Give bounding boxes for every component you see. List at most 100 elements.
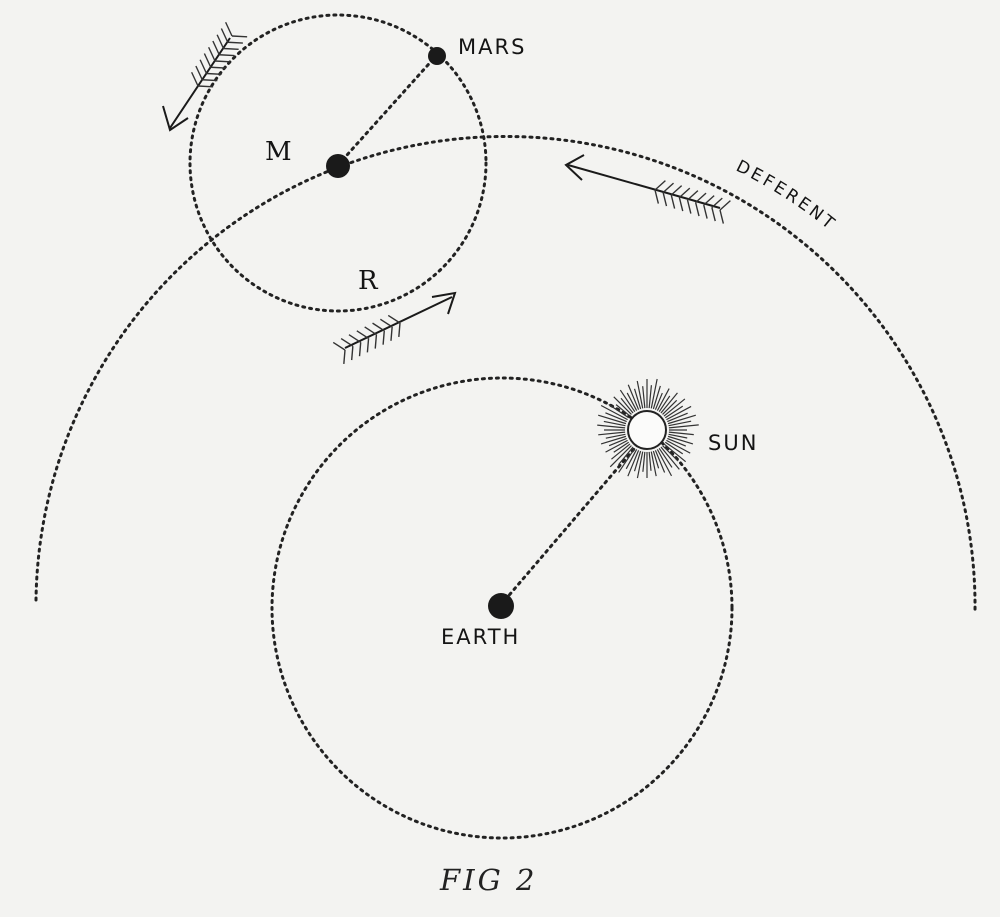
- arrow-feather: [197, 85, 214, 88]
- arrow-feather: [356, 330, 369, 340]
- sun-ray: [658, 447, 673, 468]
- arrow-feather: [220, 28, 229, 43]
- sun-ray: [668, 420, 692, 427]
- sun-ray: [660, 446, 680, 470]
- sun-ray: [617, 446, 634, 466]
- arrow-feather: [694, 202, 700, 217]
- sun-ray: [608, 437, 627, 447]
- arrow-feather: [711, 207, 716, 222]
- sun-ray: [600, 435, 627, 445]
- figure-caption: FIG 2: [439, 863, 537, 897]
- arrow-feather: [719, 209, 725, 224]
- arrow-feather: [210, 66, 226, 69]
- sun-ray: [667, 412, 688, 423]
- sun-ray: [609, 445, 632, 468]
- sun-ray: [600, 404, 628, 421]
- sun-ray: [664, 405, 684, 419]
- arrow-feather: [382, 330, 385, 345]
- epicycle-motion-arrow-top: [162, 21, 248, 132]
- sun-ray: [662, 399, 678, 415]
- sun-ray: [642, 386, 646, 409]
- sun-ray: [663, 443, 687, 463]
- sun-ray: [625, 449, 638, 470]
- sun-ray: [662, 445, 679, 462]
- sun-ray: [648, 451, 652, 471]
- sun-ray: [627, 384, 640, 410]
- r-label: R: [358, 266, 379, 296]
- sun-ray: [652, 450, 660, 469]
- arrow-feather: [390, 326, 393, 341]
- sun-ray: [664, 441, 684, 455]
- sun-ray: [618, 447, 636, 473]
- arrow-feather: [223, 47, 239, 51]
- sun-ray: [667, 435, 694, 445]
- arrow-feather: [670, 194, 676, 209]
- arrow-feather: [343, 349, 346, 365]
- mars-label: MARS: [458, 35, 526, 59]
- sun-orbit-circle: [270, 376, 734, 840]
- sun-ray: [660, 392, 678, 414]
- sun-label: SUN: [708, 431, 758, 455]
- arrow-feather: [227, 41, 243, 44]
- mars-planet: [428, 47, 446, 65]
- sun-ray: [627, 450, 640, 477]
- earth-sun-line: [503, 440, 642, 602]
- epicycle-radius-line: [336, 54, 438, 167]
- arrow-feather: [686, 199, 692, 214]
- sun-ray: [597, 424, 626, 429]
- sun-ray: [668, 433, 688, 439]
- arrow-feather: [219, 54, 235, 57]
- sun-ray: [605, 439, 628, 453]
- sun-ray: [650, 451, 657, 477]
- arrow-feather: [374, 334, 378, 349]
- arrow-feather: [195, 65, 203, 81]
- deferent-motion-arrow: [564, 154, 731, 224]
- deferent-label: DEFERENT: [733, 157, 840, 236]
- arrow-feather: [231, 35, 248, 38]
- arrow-feather: [216, 34, 225, 49]
- arrow-feather: [340, 337, 354, 347]
- sun-ray: [652, 385, 661, 410]
- sun-ray: [620, 397, 634, 414]
- arrow-feather: [206, 72, 222, 76]
- sun-ray: [668, 424, 699, 429]
- sun-ray: [633, 450, 642, 472]
- sun-ray: [611, 443, 631, 460]
- sun-ray: [667, 414, 696, 425]
- sun-ray: [615, 404, 631, 417]
- arrow-feather: [387, 314, 401, 324]
- sun-ray: [626, 392, 638, 411]
- arrow-feather: [703, 195, 715, 206]
- sun-ray: [636, 451, 644, 479]
- earth-planet: [488, 593, 514, 619]
- arrow-feather: [366, 338, 370, 353]
- epicycle-motion-arrow-bottom: [332, 291, 457, 365]
- m-label: M: [265, 137, 292, 167]
- arrow-feather: [350, 346, 354, 361]
- arrow-feather: [212, 40, 220, 56]
- arrow-feather: [654, 189, 660, 204]
- arrow-feather: [214, 60, 231, 63]
- arrow-feather: [398, 322, 401, 338]
- arrow-feather: [380, 318, 393, 328]
- arrow-feather: [678, 197, 684, 212]
- arrow-feather: [678, 187, 691, 199]
- sun-ray: [658, 395, 671, 413]
- sun-ray: [613, 396, 632, 415]
- sun-ray: [642, 451, 646, 472]
- epicycle-circle: [188, 13, 488, 313]
- sun-ray: [605, 412, 627, 423]
- sun-ray: [666, 405, 692, 421]
- sun-body: [627, 410, 667, 450]
- arrow-feather: [358, 342, 362, 357]
- sun-ray: [666, 439, 691, 454]
- sun-ray: [636, 380, 644, 409]
- arrow-feather: [203, 53, 212, 68]
- sun-ray: [608, 403, 630, 419]
- arrow-feather: [364, 326, 377, 336]
- sun-ray: [668, 431, 694, 436]
- sun-ray: [650, 378, 658, 409]
- arrow-feather: [719, 200, 731, 211]
